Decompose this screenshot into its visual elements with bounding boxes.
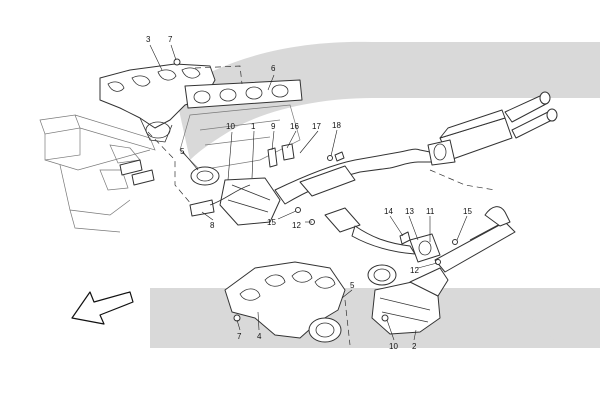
callout-10-bottom: 10 (389, 342, 398, 351)
callout-7-top: 7 (168, 35, 173, 44)
callout-11: 11 (426, 207, 435, 216)
callout-7-bottom: 7 (237, 332, 242, 341)
callout-5-left: 5 (180, 147, 185, 156)
callout-4: 4 (257, 332, 262, 341)
callout-16: 16 (290, 122, 299, 131)
dashed-connection-lines (147, 65, 496, 346)
callout-12-mid: 12 (292, 221, 301, 230)
upper-exhaust-pipe (274, 148, 433, 205)
callout-8: 8 (210, 221, 215, 230)
lower-exhaust-pipe (434, 206, 516, 273)
callout-17: 17 (312, 122, 321, 131)
small-fittings (119, 58, 458, 322)
callout-13: 13 (405, 207, 414, 216)
callout-6: 6 (271, 64, 276, 73)
callout-2: 2 (412, 342, 417, 351)
callout-15-left: 15 (267, 218, 276, 227)
lower-exhaust-manifold (224, 261, 346, 343)
engine-block-outline (179, 104, 301, 171)
upper-catalytic-converter (190, 166, 281, 226)
callout-18: 18 (332, 121, 341, 130)
upper-manifold-gasket (184, 79, 303, 109)
callout-12-right: 12 (410, 266, 419, 275)
rear-muffler (427, 91, 558, 166)
lower-catalytic-converter (367, 264, 449, 335)
callout-1: 1 (251, 122, 256, 131)
leader-lines (149, 44, 468, 341)
callout-15-right: 15 (463, 207, 472, 216)
callout-3: 3 (146, 35, 151, 44)
callout-14: 14 (384, 207, 393, 216)
callout-labels: 3 7 6 10 1 9 16 17 18 5 8 15 12 14 13 11… (146, 35, 472, 351)
mid-pipe-bracket (324, 207, 441, 263)
callout-9: 9 (271, 122, 276, 131)
callout-5-bottom: 5 (350, 281, 355, 290)
callout-10-top: 10 (226, 122, 235, 131)
arrow-down-left-icon (71, 291, 134, 325)
